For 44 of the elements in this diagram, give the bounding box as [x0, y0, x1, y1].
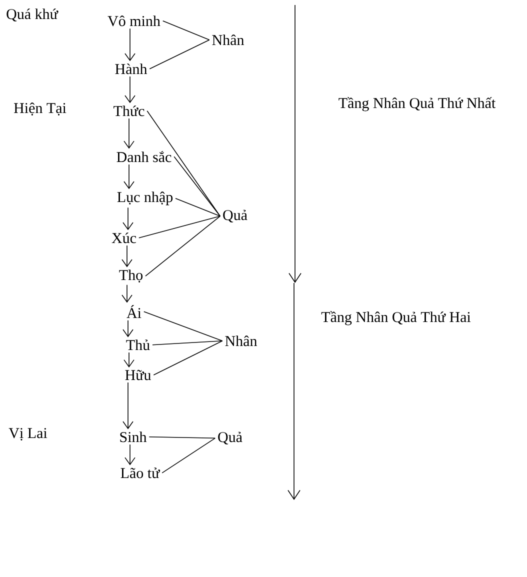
connector-line — [162, 20, 210, 40]
arrow — [124, 28, 136, 62]
connector-line — [153, 340, 223, 376]
connector-line — [162, 438, 216, 474]
level-label: Tầng Nhân Quả Thứ Nhất — [338, 97, 496, 112]
period-label: Quá khứ — [6, 8, 58, 22]
term-label: Vô minh — [108, 16, 160, 26]
term-label: Hữu — [125, 370, 151, 380]
connector-line — [138, 216, 221, 238]
period-label: Vị Lai — [8, 428, 48, 440]
connector-line — [146, 110, 221, 217]
term-label: Lão tử — [120, 468, 160, 478]
arrow — [124, 164, 134, 190]
arrow — [122, 284, 132, 303]
connector-line — [175, 198, 221, 217]
arrow — [124, 352, 134, 368]
connector-line — [148, 436, 216, 439]
arrow — [124, 444, 136, 466]
term-label: Lục nhập — [117, 192, 173, 206]
term-label: Thức — [114, 106, 144, 116]
term-label: Ái — [126, 305, 142, 318]
connector-line — [149, 39, 210, 70]
term-label: Sinh — [120, 432, 147, 442]
arrow — [122, 382, 134, 430]
term-label: Hành — [115, 64, 148, 74]
arrow — [122, 207, 134, 230]
connector-line — [152, 340, 223, 346]
level-label: Tầng Nhân Quả Thứ Hai — [321, 311, 471, 326]
period-label: Hiện Tại — [14, 102, 66, 116]
term-label: Xúc — [112, 232, 136, 244]
term-label: Thọ — [119, 270, 143, 282]
group-label: Quả — [218, 432, 242, 444]
arrow — [122, 245, 132, 268]
connector-line — [174, 156, 221, 217]
group-label: Nhân — [212, 34, 244, 46]
connector-line — [144, 311, 223, 342]
group-label: Nhân — [225, 336, 258, 346]
arrow — [124, 118, 134, 149]
connector-line — [145, 216, 221, 276]
arrow — [124, 76, 136, 104]
arrow — [122, 320, 134, 338]
term-label: Danh sắc — [116, 151, 172, 162]
term-label: Thủ — [126, 340, 150, 350]
group-label: Quả — [223, 210, 248, 222]
